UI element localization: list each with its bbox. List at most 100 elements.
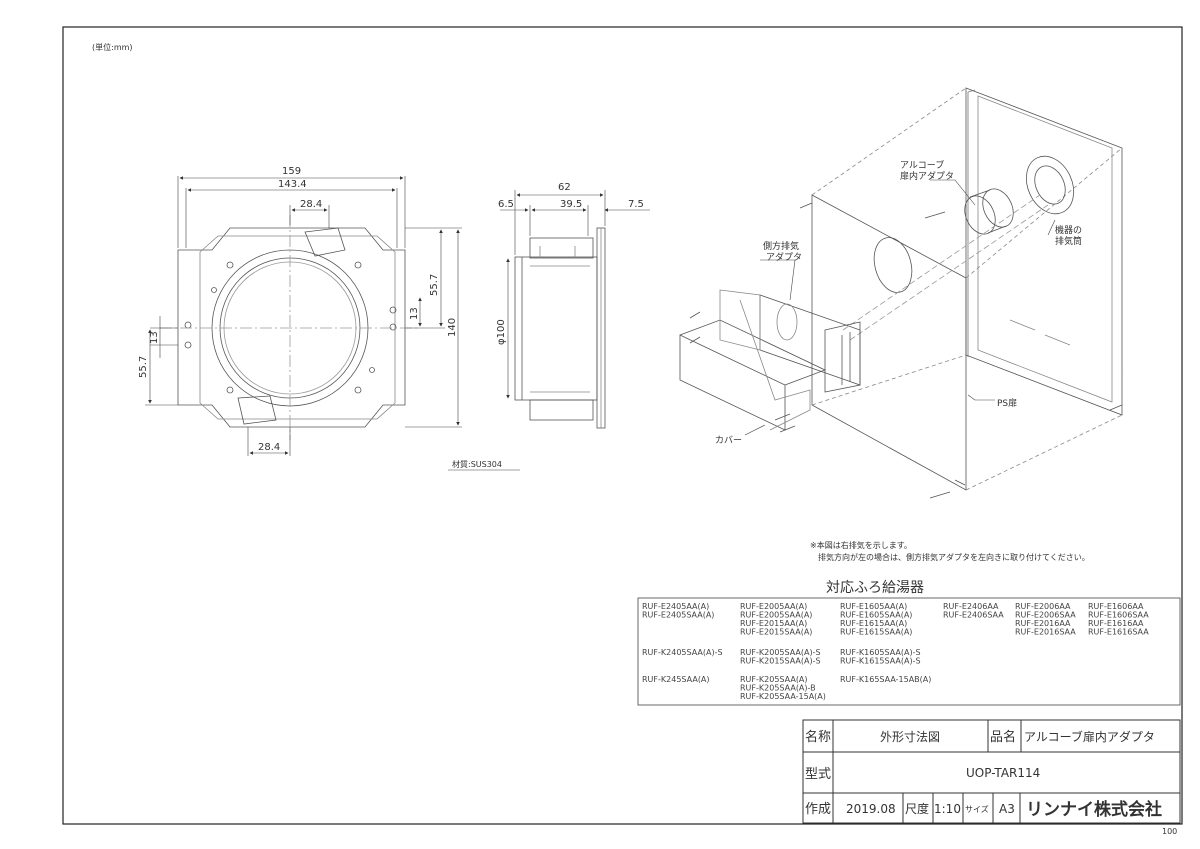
front-plate-inner <box>199 235 396 420</box>
iso-door-hole <box>873 237 913 293</box>
front-view-dim-labels: 159 143.4 28.4 28.4 55.7 140 13 13 55.7 <box>138 166 458 453</box>
side-view <box>514 227 606 429</box>
compat-model: RUF-E2015AA(A) <box>740 619 807 628</box>
page-number: 100 <box>1162 827 1177 836</box>
title-size-value: A3 <box>999 802 1015 816</box>
dim-diameter: φ100 <box>496 319 507 345</box>
compat-model: RUF-E1606AA <box>1088 602 1144 611</box>
compat-model: RUF-E1615AA(A) <box>840 619 907 628</box>
compat-model: RUF-E2406SAA <box>943 611 1004 620</box>
title-model-value: UOP-TAR114 <box>966 766 1040 780</box>
iso-alcove-adapter <box>964 195 996 235</box>
compat-model: RUF-E1615SAA(A) <box>840 628 912 637</box>
label-appliance-exhaust-2: 排気筒 <box>1055 235 1082 247</box>
compat-table <box>637 597 1181 706</box>
compat-model: RUF-E2405AA(A) <box>642 602 709 611</box>
compat-model: RUF-K205SAA(A) <box>740 675 808 684</box>
title-size-label: サイズ <box>965 804 989 814</box>
compat-model: RUF-K2015SAA(A)-S <box>740 657 821 666</box>
compat-heading: 対応ふろ給湯器 <box>826 579 924 596</box>
label-alcove-adapter-2: 扉内アダプタ <box>900 170 954 182</box>
compat-model: RUF-K2405SAA(A)-S <box>642 648 723 657</box>
dim-6-5: 6.5 <box>498 199 514 210</box>
title-company: リンナイ株式会社 <box>1026 799 1162 820</box>
iso-back-frame <box>965 87 1123 416</box>
dim-159: 159 <box>282 166 301 177</box>
compat-model: RUF-E1605SAA(A) <box>840 611 912 620</box>
dim-39-5: 39.5 <box>560 199 582 210</box>
label-side-exhaust-2: アダプタ <box>766 251 802 263</box>
title-created-label: 作成 <box>805 802 831 817</box>
compat-model: RUF-K1605SAA(A)-S <box>840 648 921 657</box>
label-appliance-exhaust-1: 機器の <box>1055 224 1082 236</box>
side-collar <box>529 237 594 259</box>
compat-model: RUF-E2006AA <box>1015 602 1071 611</box>
front-view <box>160 215 420 440</box>
iso-appliance-exhaust <box>1025 155 1075 215</box>
dim-140: 140 <box>447 318 458 337</box>
compat-model: RUF-K1615SAA(A)-S <box>840 657 921 666</box>
compat-model: RUF-E2005SAA(A) <box>740 611 812 620</box>
material-label: 材質:SUS304 <box>452 459 502 469</box>
side-body <box>514 256 598 401</box>
dim-28-4-top: 28.4 <box>300 199 322 210</box>
iso-leaders <box>744 179 1056 436</box>
dim-7-5: 7.5 <box>628 199 644 210</box>
iso-side-exhaust-adapter <box>759 294 861 386</box>
bolt-hole <box>354 261 362 269</box>
bolt-hole <box>184 321 192 329</box>
label-cover: カバー <box>715 435 742 446</box>
title-model-label: 型式 <box>805 767 831 782</box>
bolt-hole <box>226 386 234 394</box>
label-ps-door: PS扉 <box>997 397 1017 409</box>
title-product-label: 品名 <box>990 729 1016 745</box>
unit-note: (単位:mm) <box>92 42 133 52</box>
side-view-dimensions <box>500 190 650 399</box>
dim-55-7-right: 55.7 <box>429 274 440 296</box>
bolt-hole <box>354 386 362 394</box>
front-view-dimensions <box>145 176 462 456</box>
note-line-1: ※本図は右排気を示します。 <box>810 540 912 550</box>
compat-model: RUF-K205SAA-15A(A) <box>740 692 826 701</box>
front-plate-outline <box>177 227 406 428</box>
label-alcove-adapter-1: アルコーブ <box>900 159 944 171</box>
compat-model: RUF-E1605AA(A) <box>840 602 907 611</box>
clamp-bottom <box>237 395 277 425</box>
bolt-hole <box>226 261 234 269</box>
dim-143-4: 143.4 <box>278 179 307 190</box>
compat-model: RUF-K245SAA(A) <box>642 675 710 684</box>
clamp-top <box>304 227 346 257</box>
dim-13-left: 13 <box>149 331 160 344</box>
title-created-value: 2019.08 <box>846 802 896 816</box>
iso-view <box>679 87 1123 499</box>
compat-model: RUF-K2005SAA(A)-S <box>740 648 821 657</box>
compat-model: RUF-E1616SAA <box>1088 628 1149 637</box>
iso-ps-door <box>811 194 967 491</box>
compat-model: RUF-E2006SAA <box>1015 611 1076 620</box>
compat-model: RUF-K205SAA(A)-B <box>740 684 816 693</box>
compat-model: RUF-K165SAA-15AB(A) <box>840 675 931 684</box>
title-name-value: 外形寸法図 <box>880 730 940 744</box>
compat-model: RUF-E2015SAA(A) <box>740 628 812 637</box>
compat-model: RUF-E1616AA <box>1088 619 1144 628</box>
side-collar-bottom <box>529 399 594 421</box>
compat-model: RUF-E2016AA <box>1015 619 1071 628</box>
dim-55-7-left: 55.7 <box>138 356 149 378</box>
title-product-value: アルコーブ扉内アダプタ <box>1024 729 1155 744</box>
bolt-hole <box>389 306 397 314</box>
dim-62: 62 <box>558 182 571 193</box>
label-side-exhaust-1: 側方排気 <box>763 240 799 252</box>
bolt-hole <box>211 287 217 293</box>
dim-28-4-bottom: 28.4 <box>258 442 280 453</box>
title-scale-label: 尺度 <box>905 801 929 816</box>
compat-model: RUF-E2016SAA <box>1015 628 1076 637</box>
bolt-hole <box>389 323 397 331</box>
compat-model: RUF-E2406AA <box>943 602 999 611</box>
dim-13-right: 13 <box>409 307 420 320</box>
compat-rows: RUF-E2405AA(A)RUF-E2405SAA(A)RUF-E2005AA… <box>642 602 1149 701</box>
title-name-label: 名称 <box>805 729 831 745</box>
title-scale-value: 1:10 <box>934 802 961 816</box>
title-block <box>802 719 1181 824</box>
bolt-hole <box>369 367 375 373</box>
